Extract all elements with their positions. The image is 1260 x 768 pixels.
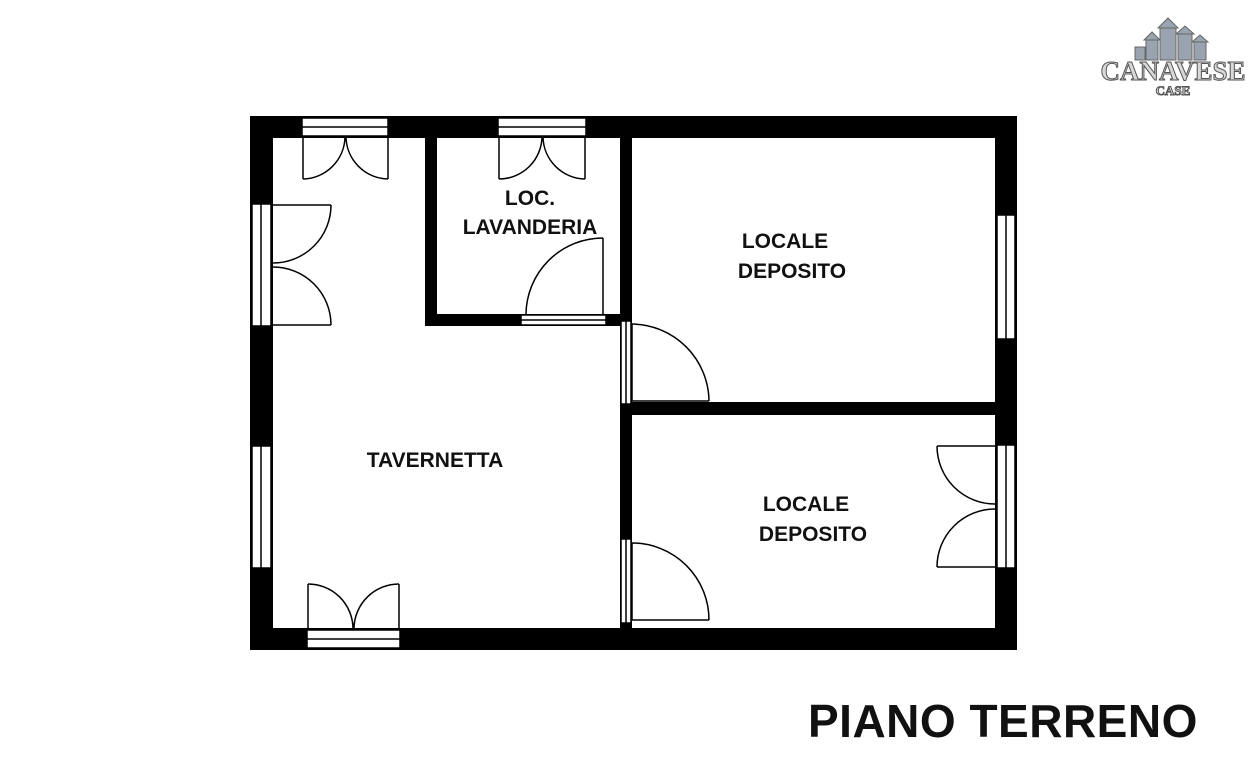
room-label-deposito-1-line1: LOCALE bbox=[742, 230, 828, 253]
casement-swing-top-lavanderia bbox=[498, 136, 586, 180]
logo-houses-icon bbox=[1134, 17, 1210, 61]
room-label-deposito-2-line1: LOCALE bbox=[763, 493, 849, 516]
outer-wall-top bbox=[250, 116, 1017, 138]
casement-swing-top-tavernetta bbox=[302, 136, 389, 180]
door-swing-deposito-1 bbox=[631, 323, 710, 402]
walls bbox=[250, 116, 1017, 650]
casement-swing-right-lower bbox=[936, 445, 996, 568]
wall-lavanderia-left bbox=[425, 137, 437, 326]
windows bbox=[251, 117, 1016, 649]
room-label-deposito-1-line2: DEPOSITO bbox=[738, 260, 846, 283]
outer-wall-right bbox=[995, 116, 1017, 650]
room-label-tavernetta: TAVERNETTA bbox=[367, 449, 504, 472]
floor-title: PIANO TERRENO bbox=[808, 695, 1198, 747]
room-label-lavanderia-line1: LOC. bbox=[505, 187, 555, 210]
logo-sub: CASE bbox=[1156, 83, 1191, 98]
casement-swing-bottom-tavernetta bbox=[307, 583, 400, 629]
room-label-deposito-2-line2: DEPOSITO bbox=[759, 523, 867, 546]
outer-wall-left bbox=[250, 116, 273, 650]
door-swing-deposito-2 bbox=[631, 542, 710, 621]
company-logo: CANAVESE CASE bbox=[1100, 17, 1246, 99]
casement-swing-left-upper bbox=[272, 204, 332, 326]
room-label-lavanderia-line2: LAVANDERIA bbox=[463, 216, 598, 239]
door-swings bbox=[272, 136, 996, 629]
logo-name: CANAVESE bbox=[1100, 56, 1245, 86]
outer-wall-bottom bbox=[250, 628, 1017, 650]
wall-depositi-divider bbox=[620, 402, 997, 415]
room-labels: LOC. LAVANDERIA LOCALE DEPOSITO TAVERNET… bbox=[367, 187, 867, 546]
door-swing-lavanderia bbox=[525, 237, 604, 315]
